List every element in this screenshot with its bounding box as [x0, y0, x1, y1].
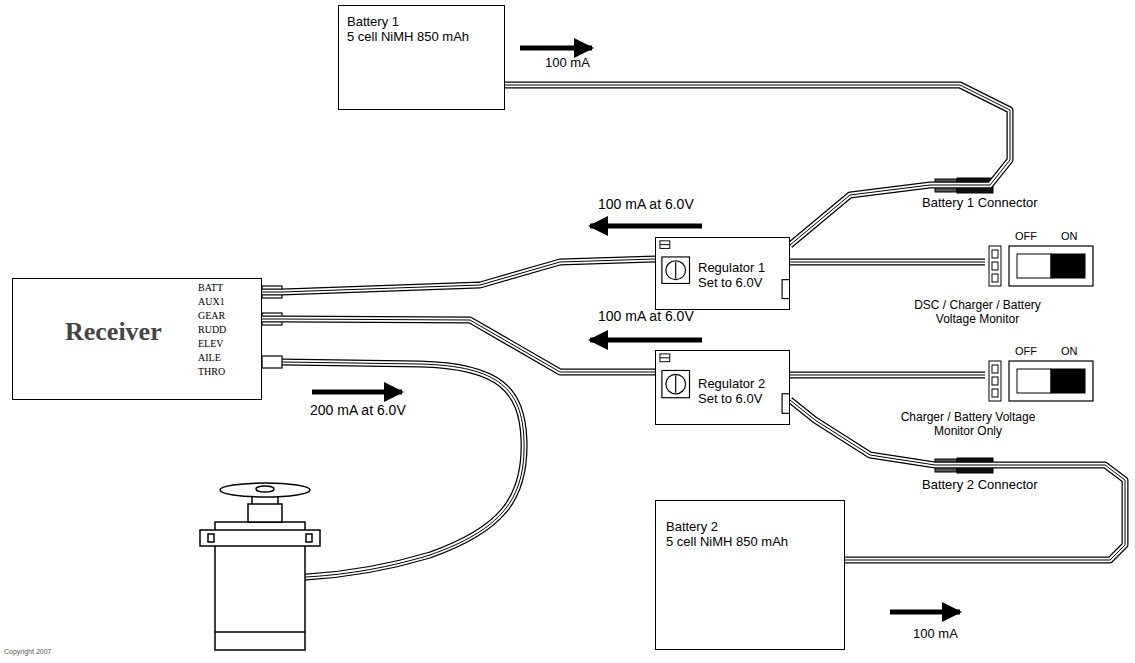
- wire-lead: [262, 259, 655, 292]
- channel-name: THRO: [198, 366, 225, 378]
- node-text: Receiver: [65, 317, 162, 347]
- connector-label: Battery 2 Connector: [922, 477, 1038, 493]
- node-text: OFF: [1015, 230, 1037, 243]
- wire-lead: [790, 375, 985, 376]
- node-text: ON: [1061, 230, 1078, 243]
- copyright-note: Copyright 2007: [4, 648, 51, 656]
- current-label: 100 mA at 6.0V: [598, 196, 694, 213]
- node-text: Battery 1: [347, 14, 399, 29]
- channel-name: BATT: [198, 282, 223, 294]
- current-label: 100 mA: [913, 626, 958, 642]
- wire-lead: [505, 85, 1010, 245]
- power-switch: OFF ON: [985, 230, 1095, 290]
- current-label: 200 mA at 6.0V: [310, 402, 406, 419]
- receiver-plug: [262, 286, 282, 368]
- node-text: Battery 2: [666, 519, 718, 534]
- switch-note: Charger / Battery Voltage Monitor Only: [898, 410, 1038, 438]
- current-label: 100 mA at 6.0V: [598, 308, 694, 325]
- switch-drawing: [985, 230, 1095, 290]
- channel-name: AUX1: [198, 296, 225, 308]
- node-text: 5 cell NiMH 850 mAh: [347, 29, 469, 44]
- regulator: Regulator 2Set to 6.0V: [655, 350, 790, 425]
- node-text: ON: [1061, 345, 1078, 358]
- battery-pack: Battery 15 cell NiMH 850 mAh: [338, 5, 505, 110]
- wire-stroke: [790, 373, 985, 378]
- wire-stroke: [505, 85, 1010, 245]
- battery-pack: Battery 25 cell NiMH 850 mAh: [655, 500, 845, 650]
- wire-stroke: [790, 262, 985, 263]
- wire-stroke: [790, 259, 985, 266]
- flow-arrow: [590, 224, 702, 229]
- wire-stroke: [262, 319, 655, 372]
- flow-arrow: [590, 338, 702, 343]
- wire-stroke: [505, 85, 1010, 245]
- flow-arrow: [312, 390, 402, 395]
- node-text: 5 cell NiMH 850 mAh: [666, 534, 788, 549]
- channel-name: ELEV: [198, 338, 224, 350]
- servo: [200, 483, 320, 650]
- wire-stroke: [790, 375, 985, 376]
- node-text: Set to 6.0V: [698, 275, 762, 290]
- wire-stroke: [262, 319, 655, 372]
- wire-stroke: [262, 259, 655, 292]
- wire-stroke: [505, 85, 1010, 245]
- node-text: Regulator 2: [698, 376, 765, 391]
- switch-note: DSC / Charger / Battery Voltage Monitor: [895, 298, 1060, 326]
- wire-stroke: [262, 259, 655, 292]
- flow-arrow: [890, 610, 960, 615]
- wire-stroke: [790, 260, 985, 265]
- node-text: Regulator 1: [698, 260, 765, 275]
- wire-stroke: [262, 319, 655, 372]
- wire-lead: [790, 262, 985, 263]
- flow-arrow: [520, 46, 592, 51]
- connector-label: Battery 1 Connector: [922, 195, 1038, 211]
- channel-name: GEAR: [198, 310, 225, 322]
- node-text: Set to 6.0V: [698, 391, 762, 406]
- node-text: OFF: [1015, 345, 1037, 358]
- channel-name: RUDD: [198, 324, 226, 336]
- wire-stroke: [262, 259, 655, 292]
- channel-name: AILE: [198, 352, 221, 364]
- wire-lead: [262, 319, 655, 372]
- current-label: 100 mA: [545, 55, 590, 71]
- power-switch: OFF ON: [985, 345, 1095, 405]
- regulator: Regulator 1Set to 6.0V: [655, 237, 790, 310]
- wire-stroke: [790, 372, 985, 379]
- switch-drawing: [985, 345, 1095, 405]
